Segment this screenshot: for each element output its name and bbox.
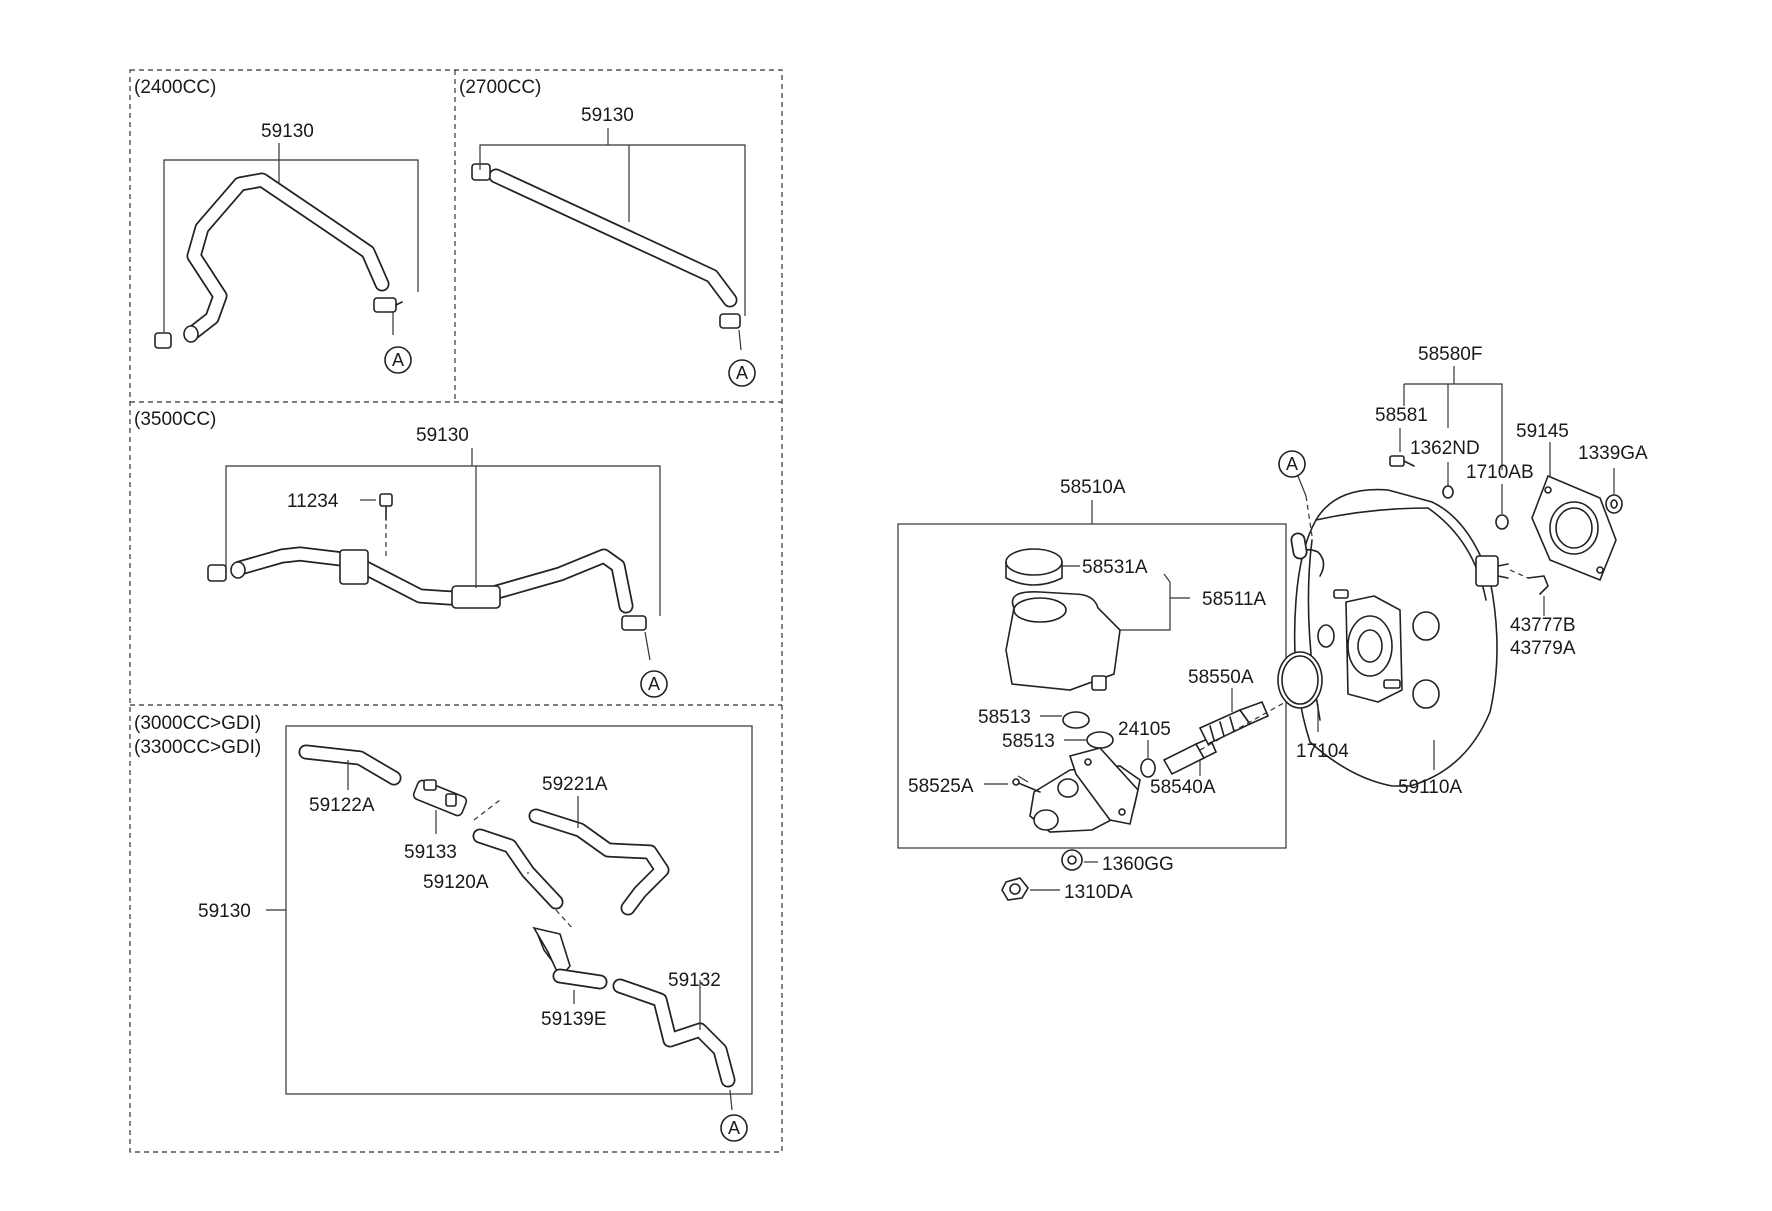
svg-text:A: A — [736, 363, 748, 383]
section-label-2700cc: (2700CC) — [459, 77, 541, 98]
clip-1362nd — [1442, 462, 1454, 499]
label-59132: 59132 — [668, 970, 721, 991]
bolt-58581 — [1389, 428, 1415, 467]
leader-59130-2700cc — [479, 128, 746, 351]
ring-seal-17104 — [1277, 651, 1323, 732]
label-59130-2700cc: 59130 — [581, 105, 634, 126]
master-cylinder-body — [1017, 747, 1141, 833]
label-58531a: 58531A — [1082, 557, 1148, 578]
label-59221a: 59221A — [542, 774, 608, 795]
hose-59122a — [298, 744, 402, 790]
hose-2700cc — [471, 163, 741, 329]
brake-booster-59110a — [1290, 488, 1509, 787]
washer-1360gg — [1061, 849, 1098, 871]
hose-59221a — [528, 796, 670, 916]
section-label-3500cc: (3500CC) — [134, 409, 216, 430]
label-58580f: 58580F — [1418, 344, 1482, 365]
hose-59120a — [472, 828, 564, 910]
bracket-59139e — [532, 926, 608, 1004]
label-17104: 17104 — [1296, 741, 1349, 762]
label-59139e: 59139E — [541, 1009, 607, 1030]
label-59130-3500cc: 59130 — [416, 425, 469, 446]
label-58513-upper: 58513 — [978, 707, 1031, 728]
callout-a-3500cc: A — [640, 670, 668, 698]
leader-59130-2400cc — [163, 143, 419, 335]
label-59133: 59133 — [404, 842, 457, 863]
label-58510a: 58510A — [1060, 477, 1126, 498]
label-43779a: 43779A — [1510, 638, 1576, 659]
svg-text:A: A — [728, 1118, 740, 1138]
gdi-inner-frame — [266, 725, 753, 1095]
hose-59132 — [612, 978, 736, 1111]
label-59120a: 59120A — [423, 872, 489, 893]
label-1360gg: 1360GG — [1102, 854, 1174, 875]
label-59122a: 59122A — [309, 795, 375, 816]
hose-2400cc — [154, 172, 403, 349]
label-1310da: 1310DA — [1064, 882, 1133, 903]
callout-a-2700cc: A — [728, 359, 756, 387]
reservoir-58511a — [1005, 573, 1190, 691]
label-43777b: 43777B — [1510, 615, 1576, 636]
label-1362nd: 1362ND — [1410, 438, 1480, 459]
grommets-58513 — [1040, 711, 1114, 749]
label-58540a: 58540A — [1150, 777, 1216, 798]
valve-59133 — [412, 779, 468, 834]
callout-a-gdi: A — [720, 1114, 748, 1142]
svg-text:A: A — [1286, 454, 1298, 474]
label-58513-lower: 58513 — [1002, 731, 1055, 752]
label-59130-gdi: 59130 — [198, 901, 251, 922]
reservoir-cap-58531a — [1005, 548, 1080, 586]
label-59130-2400cc: 59130 — [261, 121, 314, 142]
label-58525a: 58525A — [908, 776, 974, 797]
callout-a-2400cc: A — [384, 346, 412, 374]
section-label-3300cc-gdi: (3300CC>GDI) — [134, 737, 261, 758]
nut-1339ga — [1605, 468, 1623, 514]
label-59110a: 59110A — [1398, 777, 1462, 798]
pin-clip-43777b — [1509, 569, 1549, 616]
svg-text:A: A — [648, 674, 660, 694]
hose-3500cc — [207, 493, 647, 631]
left-panel-frame — [129, 69, 783, 1153]
piston-58550a — [1198, 688, 1270, 746]
bolt-58525a — [984, 778, 1041, 793]
leader-59130-3500cc — [225, 448, 661, 661]
section-label-3000cc-gdi: (3000CC>GDI) — [134, 713, 261, 734]
nut-1310da — [1001, 877, 1060, 901]
label-58581: 58581 — [1375, 405, 1428, 426]
callout-a-booster: A — [1278, 450, 1313, 537]
section-label-2400cc: (2400CC) — [134, 77, 216, 98]
label-11234: 11234 — [287, 491, 339, 512]
clip-1710ab — [1495, 484, 1509, 530]
oring-24105 — [1140, 740, 1156, 778]
svg-text:A: A — [392, 350, 404, 370]
label-59145: 59145 — [1516, 421, 1569, 442]
leader-58580f — [1403, 366, 1503, 470]
label-24105: 24105 — [1118, 719, 1171, 740]
label-58550a: 58550A — [1188, 667, 1254, 688]
label-58511a: 58511A — [1202, 589, 1266, 610]
label-1710ab: 1710AB — [1466, 462, 1534, 483]
gasket-59145 — [1531, 442, 1617, 582]
label-1339ga: 1339GA — [1578, 443, 1648, 464]
